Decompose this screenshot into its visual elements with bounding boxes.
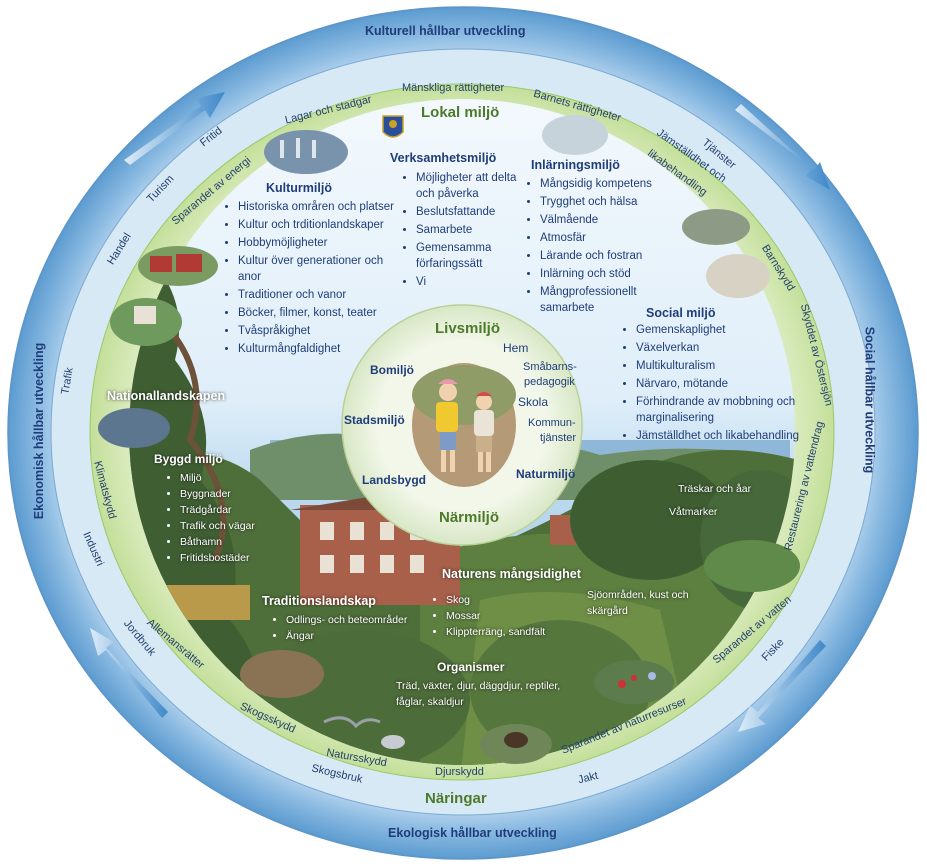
smabarns-line-2: pedagogik	[524, 376, 575, 388]
list-item: Klippterräng, sandfält	[446, 624, 545, 640]
coat-of-arms-icon	[382, 115, 404, 138]
list-item: Gemensamma förfaringssätt	[416, 240, 526, 272]
photo-mussel	[542, 115, 608, 155]
organismer-line-2: fåglar, skaldjur	[396, 696, 464, 708]
ring-word-djurskydd: Djurskydd	[435, 766, 484, 778]
list-item: Trygghet och hälsa	[540, 194, 690, 210]
list-item: Multikulturalism	[636, 358, 831, 374]
list-item: Växelverkan	[636, 340, 831, 356]
photo-pier	[98, 408, 170, 448]
list-item: Trädgårdar	[180, 502, 255, 518]
ring-word-manskliga: Mänskliga rättigheter	[402, 82, 505, 94]
list-item: Traditioner och vanor	[238, 287, 403, 303]
smabarns-line-1: Småbarns-	[523, 361, 577, 373]
byggd-miljo-title: Byggd miljö	[154, 452, 223, 466]
list-item: Atmosfär	[540, 230, 690, 246]
photo-firewood	[240, 650, 324, 698]
list-item: Tvåspråkighet	[238, 323, 403, 339]
kommun-line-2: tjänster	[540, 432, 577, 444]
outer-ring-title-right: Social hållbar utveckling	[862, 326, 877, 474]
list-item: Närvaro, mötande	[636, 376, 831, 392]
list-item: Inlärning och stöd	[540, 266, 690, 282]
photo-children	[412, 363, 516, 487]
naturmiljo-label: Naturmiljö	[516, 467, 576, 481]
list-item: Beslutsfattande	[416, 204, 526, 220]
traskar-label: Träskar och åar	[678, 483, 752, 495]
list-item: Böcker, filmer, konst, teater	[238, 305, 403, 321]
list-item: Kultur och trditionlandskaper	[238, 217, 403, 233]
landsbygd-label: Landsbygd	[362, 473, 427, 487]
list-item: Mångprofessionellt samarbete	[540, 284, 690, 316]
list-item: Vi	[416, 274, 526, 290]
traditionslandskap-list: Odlings- och beteområder Ängar	[270, 612, 407, 644]
vatmarker-label: Våtmarker	[669, 506, 718, 518]
outer-ring-title-left: Ekonomisk hållbar utveckling	[32, 342, 47, 520]
kulturmiljo-list: Historiska områren och platser Kultur oc…	[220, 199, 403, 359]
lokal-miljo-title: Lokal miljö	[421, 104, 500, 121]
social-miljo-list: Gemenskaplighet Växelverkan Multikultura…	[618, 322, 831, 446]
list-item: Skog	[446, 592, 545, 608]
hem-label: Hem	[503, 341, 529, 355]
list-item: Odlings- och beteområder	[286, 612, 407, 628]
list-item: Historiska områren och platser	[238, 199, 403, 215]
list-item: Lärande och fostran	[540, 248, 690, 264]
list-item: Ängar	[286, 628, 407, 644]
list-item: Kulturmångfaldighet	[238, 341, 403, 357]
photo-fountain	[704, 540, 800, 592]
organismer-line-1: Träd, växter, djur, däggdjur, reptiler,	[396, 680, 561, 692]
narmiljo-title: Närmiljö	[439, 509, 500, 526]
list-item: Miljö	[180, 470, 255, 486]
skola-label: Skola	[518, 395, 549, 409]
bomiljo-label: Bomiljö	[370, 363, 414, 377]
inlarningsmiljo-title: Inlärningsmiljö	[531, 158, 620, 172]
list-item: Kultur över generationer och anor	[238, 253, 403, 285]
list-item: Jämställdhet och likabehandling	[636, 428, 831, 444]
sjoomraden-line-2: skärgård	[587, 605, 628, 617]
list-item: Båthamn	[180, 534, 255, 550]
verksamhetsmiljo-title: Verksamhetsmiljö	[390, 151, 497, 165]
social-miljo-title: Social miljö	[646, 306, 716, 320]
livsmiljo-title: Livsmiljö	[435, 320, 501, 337]
naringar-title: Näringar	[425, 790, 487, 807]
list-item: Mossar	[446, 608, 545, 624]
list-item: Hobbymöjligheter	[238, 235, 403, 251]
list-item: Gemenskaplighet	[636, 322, 831, 338]
list-item: Byggnader	[180, 486, 255, 502]
naturens-mangsidighet-list: Skog Mossar Klippterräng, sandfält	[430, 592, 545, 640]
organismer-title: Organismer	[437, 660, 505, 674]
kulturmiljo-title: Kulturmiljö	[266, 181, 332, 195]
list-item: Trafik och vägar	[180, 518, 255, 534]
kommun-line-1: Kommun-	[528, 417, 576, 429]
list-item: Förhindrande av mobbning och marginalise…	[636, 394, 831, 426]
photo-gulls	[323, 716, 405, 749]
list-item: Fritidsbostäder	[180, 550, 255, 566]
traditionslandskap-title: Traditionslandskap	[262, 594, 376, 608]
stadsmiljo-label: Stadsmiljö	[344, 413, 405, 427]
photo-papers	[706, 254, 770, 298]
list-item: Välmående	[540, 212, 690, 228]
sjoomraden-line-1: Sjöområden, kust och	[587, 589, 689, 601]
inlarningsmiljo-list: Mångsidig kompetens Trygghet och hälsa V…	[522, 176, 690, 318]
list-item: Möjligheter att delta och påverka	[416, 170, 526, 202]
photo-flowers	[594, 660, 674, 704]
nationallandskapen-title: Nationallandskapen	[107, 389, 226, 403]
outer-ring-title-top: Kulturell hållbar utveckling	[365, 24, 526, 38]
photo-harbour	[264, 130, 348, 174]
naturens-mangsidighet-title: Naturens mångsidighet	[442, 567, 581, 581]
list-item: Mångsidig kompetens	[540, 176, 690, 192]
photo-knitting	[682, 209, 750, 245]
verksamhetsmiljo-list: Möjligheter att delta och påverka Beslut…	[398, 170, 526, 292]
refresh-arrow-icon	[90, 92, 830, 732]
byggd-miljo-list: Miljö Byggnader Trädgårdar Trafik och vä…	[164, 470, 255, 566]
list-item: Samarbete	[416, 222, 526, 238]
outer-ring-title-bottom: Ekologisk hållbar utveckling	[388, 826, 557, 840]
